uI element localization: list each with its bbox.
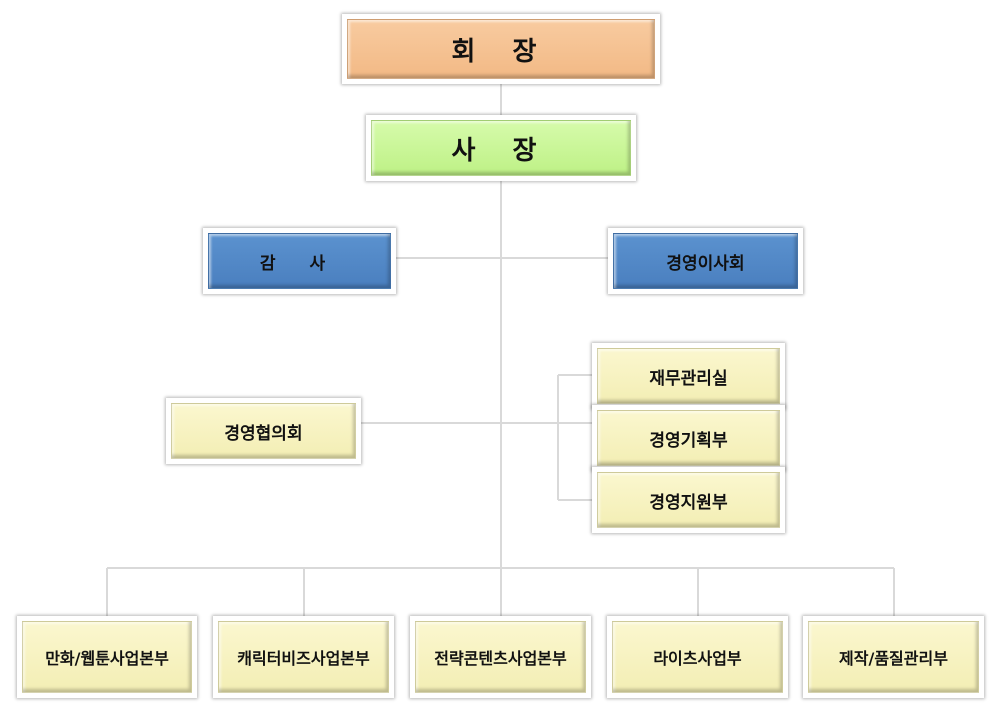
management-council-box: 경영협의회 [166,398,361,464]
business-division-label: 만화/웹툰사업본부 [22,621,192,693]
staff-department-label: 경영지원부 [597,472,780,528]
auditor-label: 감 사 [208,233,391,289]
business-division-box: 캐릭터비즈사업본부 [213,616,394,698]
business-division-label: 전략콘텐츠사업본부 [415,621,586,693]
business-division-label: 라이츠사업부 [612,621,783,693]
board-of-directors-box: 경영이사회 [608,228,803,294]
business-division-box: 전략콘텐츠사업본부 [410,616,591,698]
board-of-directors-label: 경영이사회 [613,233,798,289]
staff-department-box: 경영기획부 [592,405,785,471]
auditor-box: 감 사 [203,228,396,294]
staff-department-label: 재무관리실 [597,348,780,404]
staff-department-box: 재무관리실 [592,343,785,409]
president-box: 사 장 [366,115,636,181]
business-division-box: 제작/품질관리부 [803,616,984,698]
staff-department-box: 경영지원부 [592,467,785,533]
business-division-box: 라이츠사업부 [607,616,788,698]
chairman-box: 회 장 [342,14,660,84]
staff-department-label: 경영기획부 [597,410,780,466]
business-division-label: 캐릭터비즈사업본부 [218,621,389,693]
business-division-label: 제작/품질관리부 [808,621,979,693]
president-label: 사 장 [371,120,631,176]
chairman-label: 회 장 [347,19,655,79]
management-council-label: 경영협의회 [171,403,356,459]
business-division-box: 만화/웹툰사업본부 [17,616,197,698]
